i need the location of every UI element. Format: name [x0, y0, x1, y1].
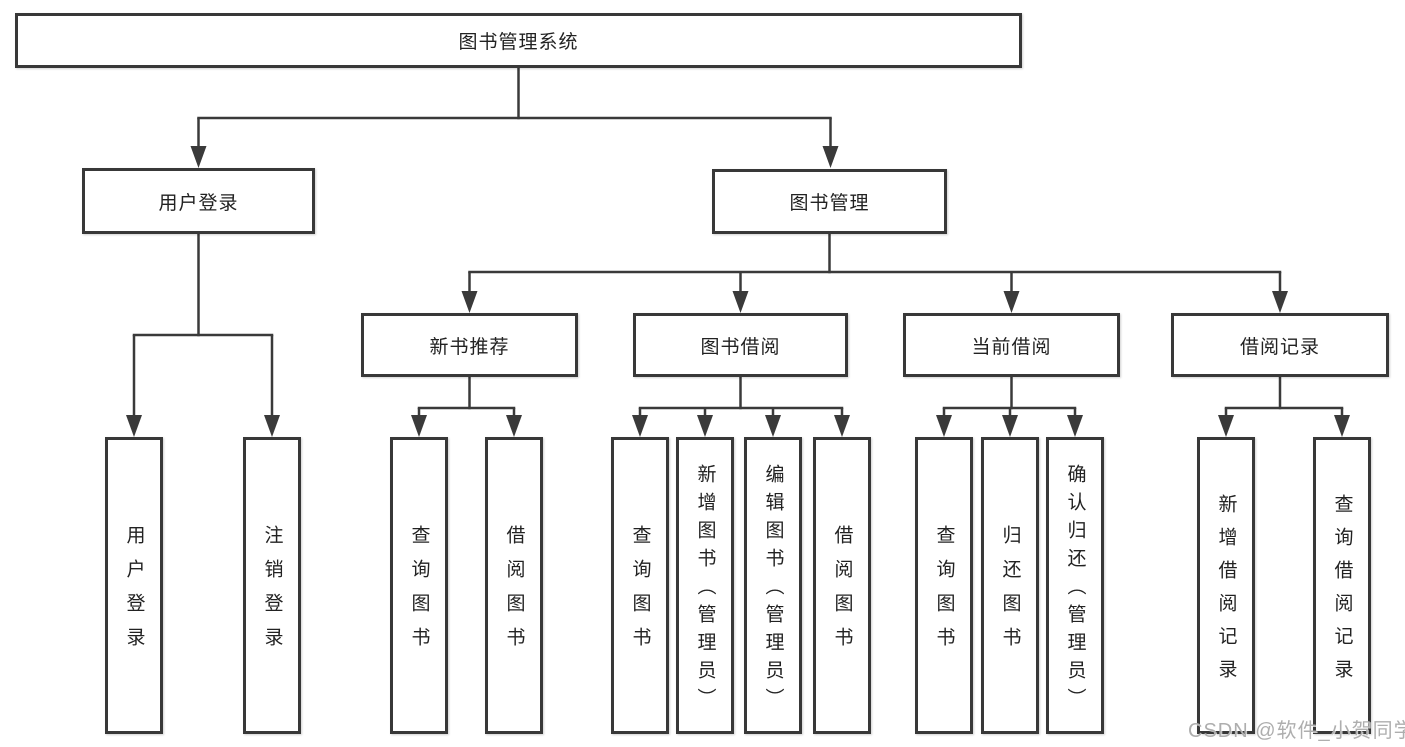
- node-nb-borrow: 借阅图书: [485, 437, 543, 734]
- node-root: 图书管理系统: [15, 13, 1022, 68]
- node-root-label: 图书管理系统: [458, 32, 579, 53]
- node-logout-label: 注销登录: [261, 525, 283, 661]
- node-cu-query-label: 查询图书: [933, 525, 955, 661]
- node-user-login: 用户登录: [82, 168, 315, 234]
- node-book-borrow-label: 图书借阅: [700, 336, 781, 358]
- node-bw-edit: 编辑图书（管理员）: [744, 437, 802, 734]
- node-new-books-label: 新书推荐: [429, 336, 510, 358]
- node-new-books: 新书推荐: [361, 313, 578, 377]
- node-rc-query-label: 查询借阅记录: [1331, 493, 1353, 692]
- node-book-mgmt: 图书管理: [712, 169, 947, 234]
- node-current-borrow-label: 当前借阅: [971, 336, 1052, 358]
- node-nb-borrow-label: 借阅图书: [503, 525, 525, 661]
- node-user-login-label: 用户登录: [158, 192, 239, 214]
- node-borrow-records-label: 借阅记录: [1239, 336, 1320, 358]
- node-logout: 注销登录: [243, 437, 301, 734]
- node-rc-add-label: 新增借阅记录: [1215, 493, 1237, 692]
- node-bw-query-label: 查询图书: [629, 525, 651, 661]
- node-cu-query: 查询图书: [915, 437, 973, 734]
- connector-root-to-level2: [190, 68, 839, 168]
- csdn-watermark: CSDN @软件_小贺同学: [1188, 720, 1405, 742]
- node-cu-return: 归还图书: [981, 437, 1039, 734]
- node-cu-return-label: 归还图书: [999, 525, 1021, 661]
- node-book-borrow: 图书借阅: [633, 313, 848, 377]
- node-current-borrow: 当前借阅: [903, 313, 1120, 377]
- node-cu-confirm: 确认归还（管理员）: [1046, 437, 1104, 734]
- node-bw-borrow: 借阅图书: [813, 437, 871, 734]
- node-nb-query-label: 查询图书: [408, 525, 430, 661]
- node-bw-query: 查询图书: [611, 437, 669, 734]
- node-bw-edit-label: 编辑图书（管理员）: [762, 464, 784, 716]
- node-borrow-records: 借阅记录: [1171, 313, 1389, 377]
- connector-book-mgmt-to-level3: [461, 234, 1288, 313]
- node-nb-query: 查询图书: [390, 437, 448, 734]
- node-login: 用户登录: [105, 437, 163, 734]
- node-login-label: 用户登录: [123, 525, 145, 661]
- node-rc-query: 查询借阅记录: [1313, 437, 1371, 734]
- node-rc-add: 新增借阅记录: [1197, 437, 1255, 734]
- connector-user-login-children: [126, 234, 280, 437]
- connector-new-books-children: [411, 377, 522, 437]
- connector-borrow-records-children: [1218, 377, 1350, 437]
- connector-book-borrow-children: [632, 377, 850, 437]
- connector-current-borrow-children: [936, 377, 1083, 437]
- node-bw-add: 新增图书（管理员）: [676, 437, 734, 734]
- node-bw-add-label: 新增图书（管理员）: [694, 464, 716, 716]
- node-cu-confirm-label: 确认归还（管理员）: [1064, 464, 1086, 716]
- node-bw-borrow-label: 借阅图书: [831, 525, 853, 661]
- node-book-mgmt-label: 图书管理: [789, 193, 870, 214]
